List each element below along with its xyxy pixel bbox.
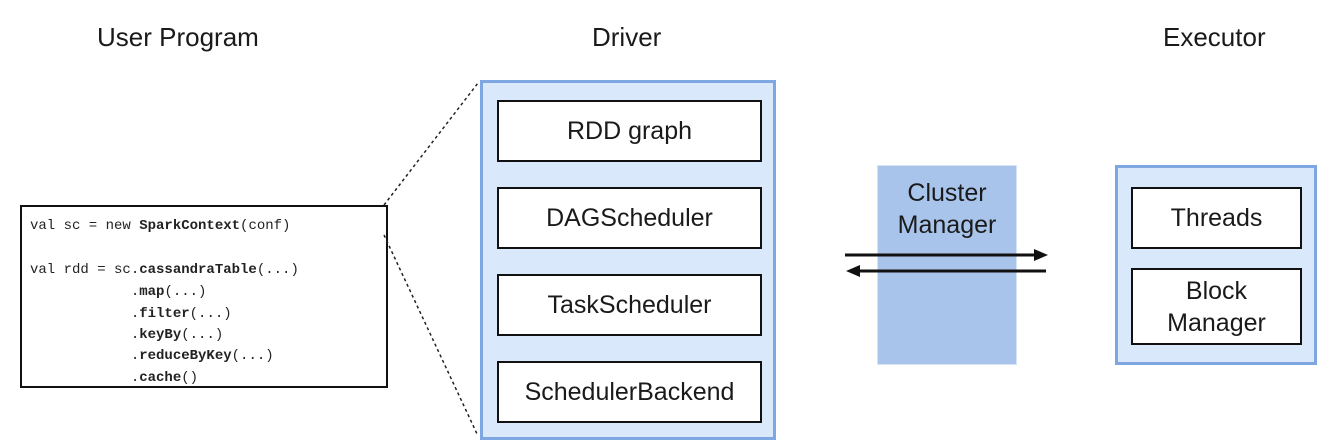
arrow-to-executor-head <box>1034 249 1048 261</box>
threads-label: Threads <box>1170 204 1263 232</box>
block-manager-box: Block Manager <box>1131 268 1302 345</box>
threads-box: Threads <box>1131 187 1302 249</box>
rdd-graph-box: RDD graph <box>497 100 762 162</box>
arrow-to-driver-head <box>846 265 860 277</box>
block-manager-label-line2: Manager <box>1167 308 1266 337</box>
executor-heading: Executor <box>1163 22 1266 52</box>
cluster-manager-label-line1: Cluster <box>907 179 987 207</box>
block-manager-label-line1: Block <box>1185 276 1248 305</box>
scheduler-backend-box: SchedulerBackend <box>497 361 762 423</box>
code-line-2: val rdd = sc.cassandraTable(...) <box>30 262 299 278</box>
rdd-graph-label: RDD graph <box>566 116 693 145</box>
task-scheduler-label: TaskScheduler <box>547 290 712 319</box>
cluster-manager-box: Cluster Manager <box>877 165 1017 365</box>
code-line-7: .cache() <box>30 370 199 386</box>
code-line-1: val sc = new SparkContext(conf) <box>30 218 291 234</box>
cluster-manager-label-line2: Manager <box>897 211 997 239</box>
code-line-4: .filter(...) <box>30 306 232 322</box>
task-scheduler-box: TaskScheduler <box>497 274 762 336</box>
code-line-3: .map(...) <box>30 284 207 300</box>
zoom-line-top <box>383 82 479 206</box>
dag-scheduler-box: DAGScheduler <box>497 187 762 249</box>
scheduler-backend-label: SchedulerBackend <box>524 377 735 406</box>
driver-heading: Driver <box>592 22 662 52</box>
user-program-code-box <box>20 205 388 388</box>
code-line-5: .keyBy(...) <box>30 327 224 343</box>
zoom-line-bottom <box>383 234 479 437</box>
dag-scheduler-label: DAGScheduler <box>546 203 713 232</box>
user-program-heading: User Program <box>97 22 259 52</box>
code-line-6: .reduceByKey(...) <box>30 348 274 364</box>
